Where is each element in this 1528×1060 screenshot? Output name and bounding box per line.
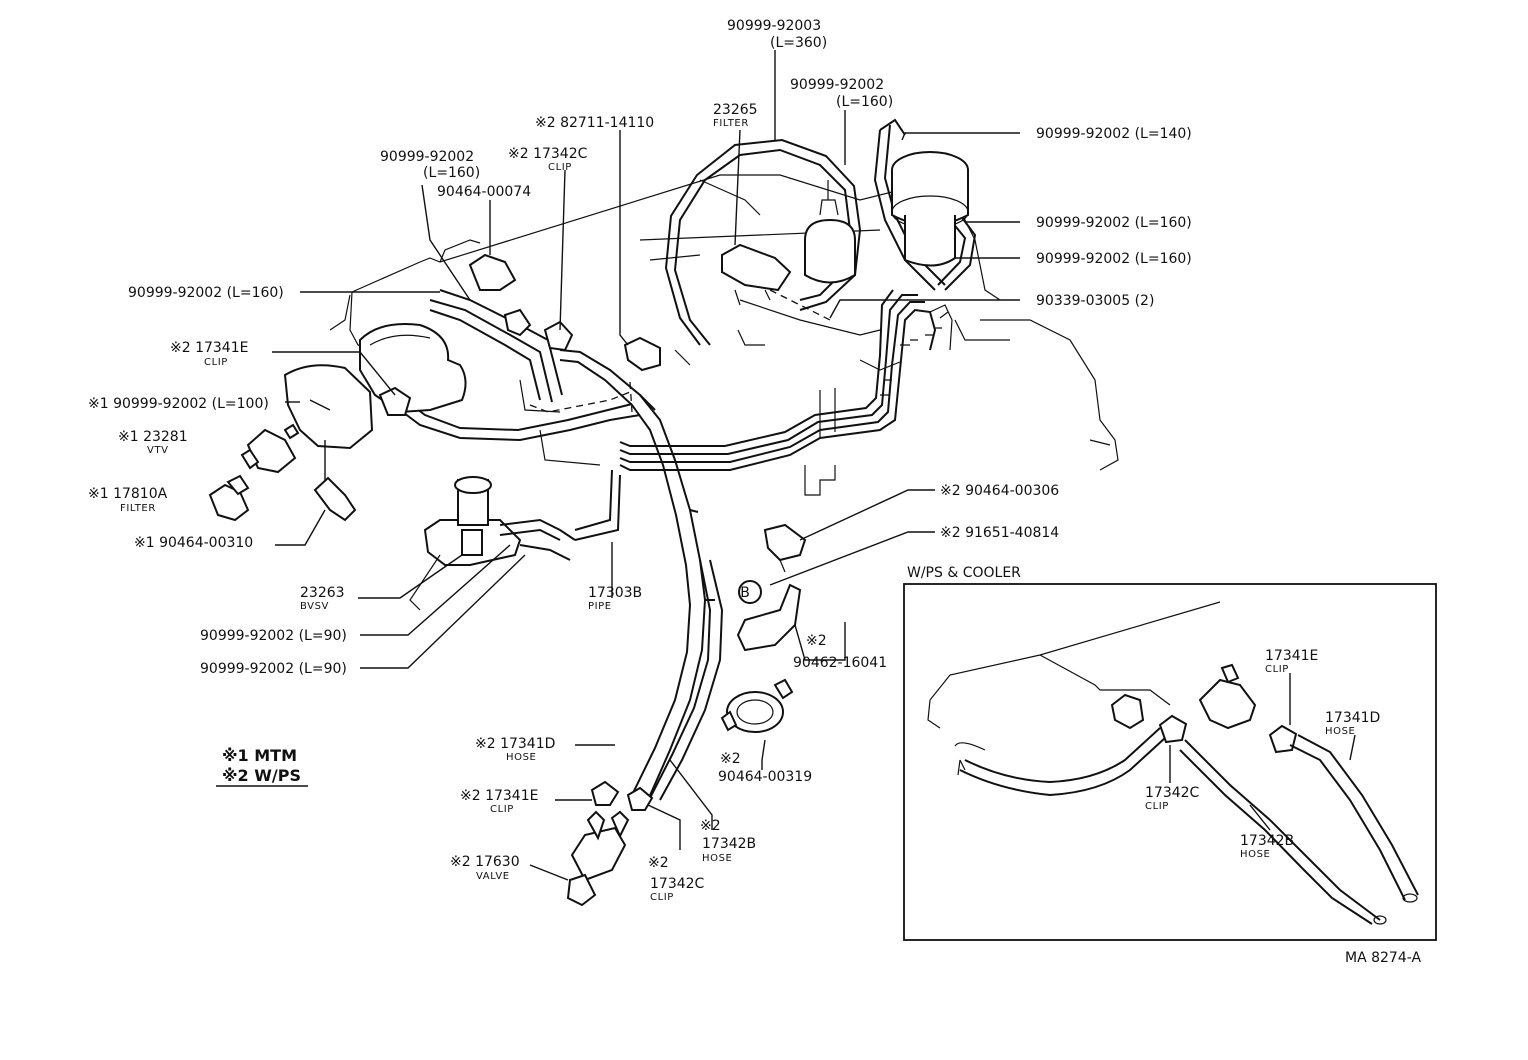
inset-title: W/PS & COOLER [907,565,1021,581]
hose-assembly [399,118,977,801]
legend-item-wps: ※2 W/PS [222,766,301,785]
label-90999-92002-top-length: (L=160) [836,94,893,110]
inset-label-17341d: 17341D [1325,710,1380,726]
label-90999-92002-l160: 90999-92002 (L=160) [128,285,284,301]
label-17341e-left-sub: CLIP [204,357,228,368]
label-90999-92003-length: (L=360) [770,35,827,51]
figure-id: MA 8274-A [1345,950,1421,966]
label-90464-00319-mark: ※2 [720,751,741,767]
label-91651-40814: ※2 91651-40814 [940,525,1059,541]
label-17342c-top-sub: CLIP [548,162,572,173]
label-17303b: 17303B [588,585,642,601]
label-17342b: 17342B [702,836,756,852]
label-23281: ※1 23281 [118,429,188,445]
label-90462-16041: 90462-16041 [793,655,887,671]
label-82711-14110: ※2 82711-14110 [535,115,654,131]
label-17342c-bottom-mark: ※2 [648,855,669,871]
label-23265-sub: FILTER [713,118,749,129]
label-17341e-bottom-sub: CLIP [490,804,514,815]
label-17303b-sub: PIPE [588,601,612,612]
label-23263: 23263 [300,585,345,601]
label-90999-92003: 90999-92003 [727,18,821,34]
legend: ※1 MTM ※2 W/PS [216,746,308,787]
label-90999-92002-l90b: 90999-92002 (L=90) [200,661,347,677]
label-17342c-top: ※2 17342C [508,146,588,162]
inset-wps-cooler: W/PS & COOLER 17341E CLIP 1734 [903,565,1437,941]
label-23263-sub: BVSV [300,601,329,612]
label-23265: 23265 [713,102,758,118]
label-90462-mark: ※2 [806,633,827,649]
label-90999-92002-l100: ※1 90999-92002 (L=100) [88,396,269,412]
inset-label-17341e-sub: CLIP [1265,664,1289,675]
label-90999-92002-r160a: 90999-92002 (L=160) [1036,215,1192,231]
label-90464-00319: 90464-00319 [718,769,812,785]
inset-label-17342c-sub: CLIP [1145,801,1169,812]
label-90999-92002-l90a: 90999-92002 (L=90) [200,628,347,644]
inset-label-17341e: 17341E [1265,648,1318,664]
label-17810a-sub: FILTER [120,503,156,514]
label-17342c-bottom-sub: CLIP [650,892,674,903]
label-17341e-bottom: ※2 17341E [460,788,538,804]
label-17341d: ※2 17341D [475,736,555,752]
inset-label-17342c: 17342C [1145,785,1200,801]
label-90464-00306: ※2 90464-00306 [940,483,1059,499]
label-90999-92002-left-length: (L=160) [423,165,480,181]
inset-label-17341d-sub: HOSE [1325,726,1355,737]
label-90999-92002-top: 90999-92002 [790,77,884,93]
inset-label-17342b: 17342B [1240,833,1294,849]
label-17342b-mark: ※2 [700,818,721,834]
engine-outline [329,174,1119,471]
label-17342c-bottom: 17342C [650,876,705,892]
label-90464-00074: 90464-00074 [437,184,531,200]
label-23281-sub: VTV [147,445,169,456]
part-labels: 90999-92003 (L=360) 90999-92002 (L=160) … [88,18,1192,903]
leader-lines [272,50,1020,881]
label-17342b-sub: HOSE [702,853,732,864]
component-shapes [208,151,969,907]
label-90339-03005: 90339-03005 (2) [1036,293,1154,309]
legend-item-mtm: ※1 MTM [222,746,297,765]
label-17630: ※2 17630 [450,854,520,870]
callout-b: B [740,585,750,601]
label-90999-92002-l140: 90999-92002 (L=140) [1036,126,1192,142]
label-90999-92002-r160b: 90999-92002 (L=160) [1036,251,1192,267]
label-90464-00310: ※1 90464-00310 [134,535,253,551]
label-17341e-left: ※2 17341E [170,340,248,356]
label-17810a: ※1 17810A [88,486,168,502]
label-90999-92002-left: 90999-92002 [380,149,474,165]
label-17630-sub: VALVE [476,871,510,882]
label-17341d-sub: HOSE [506,752,536,763]
inset-label-17342b-sub: HOSE [1240,849,1270,860]
